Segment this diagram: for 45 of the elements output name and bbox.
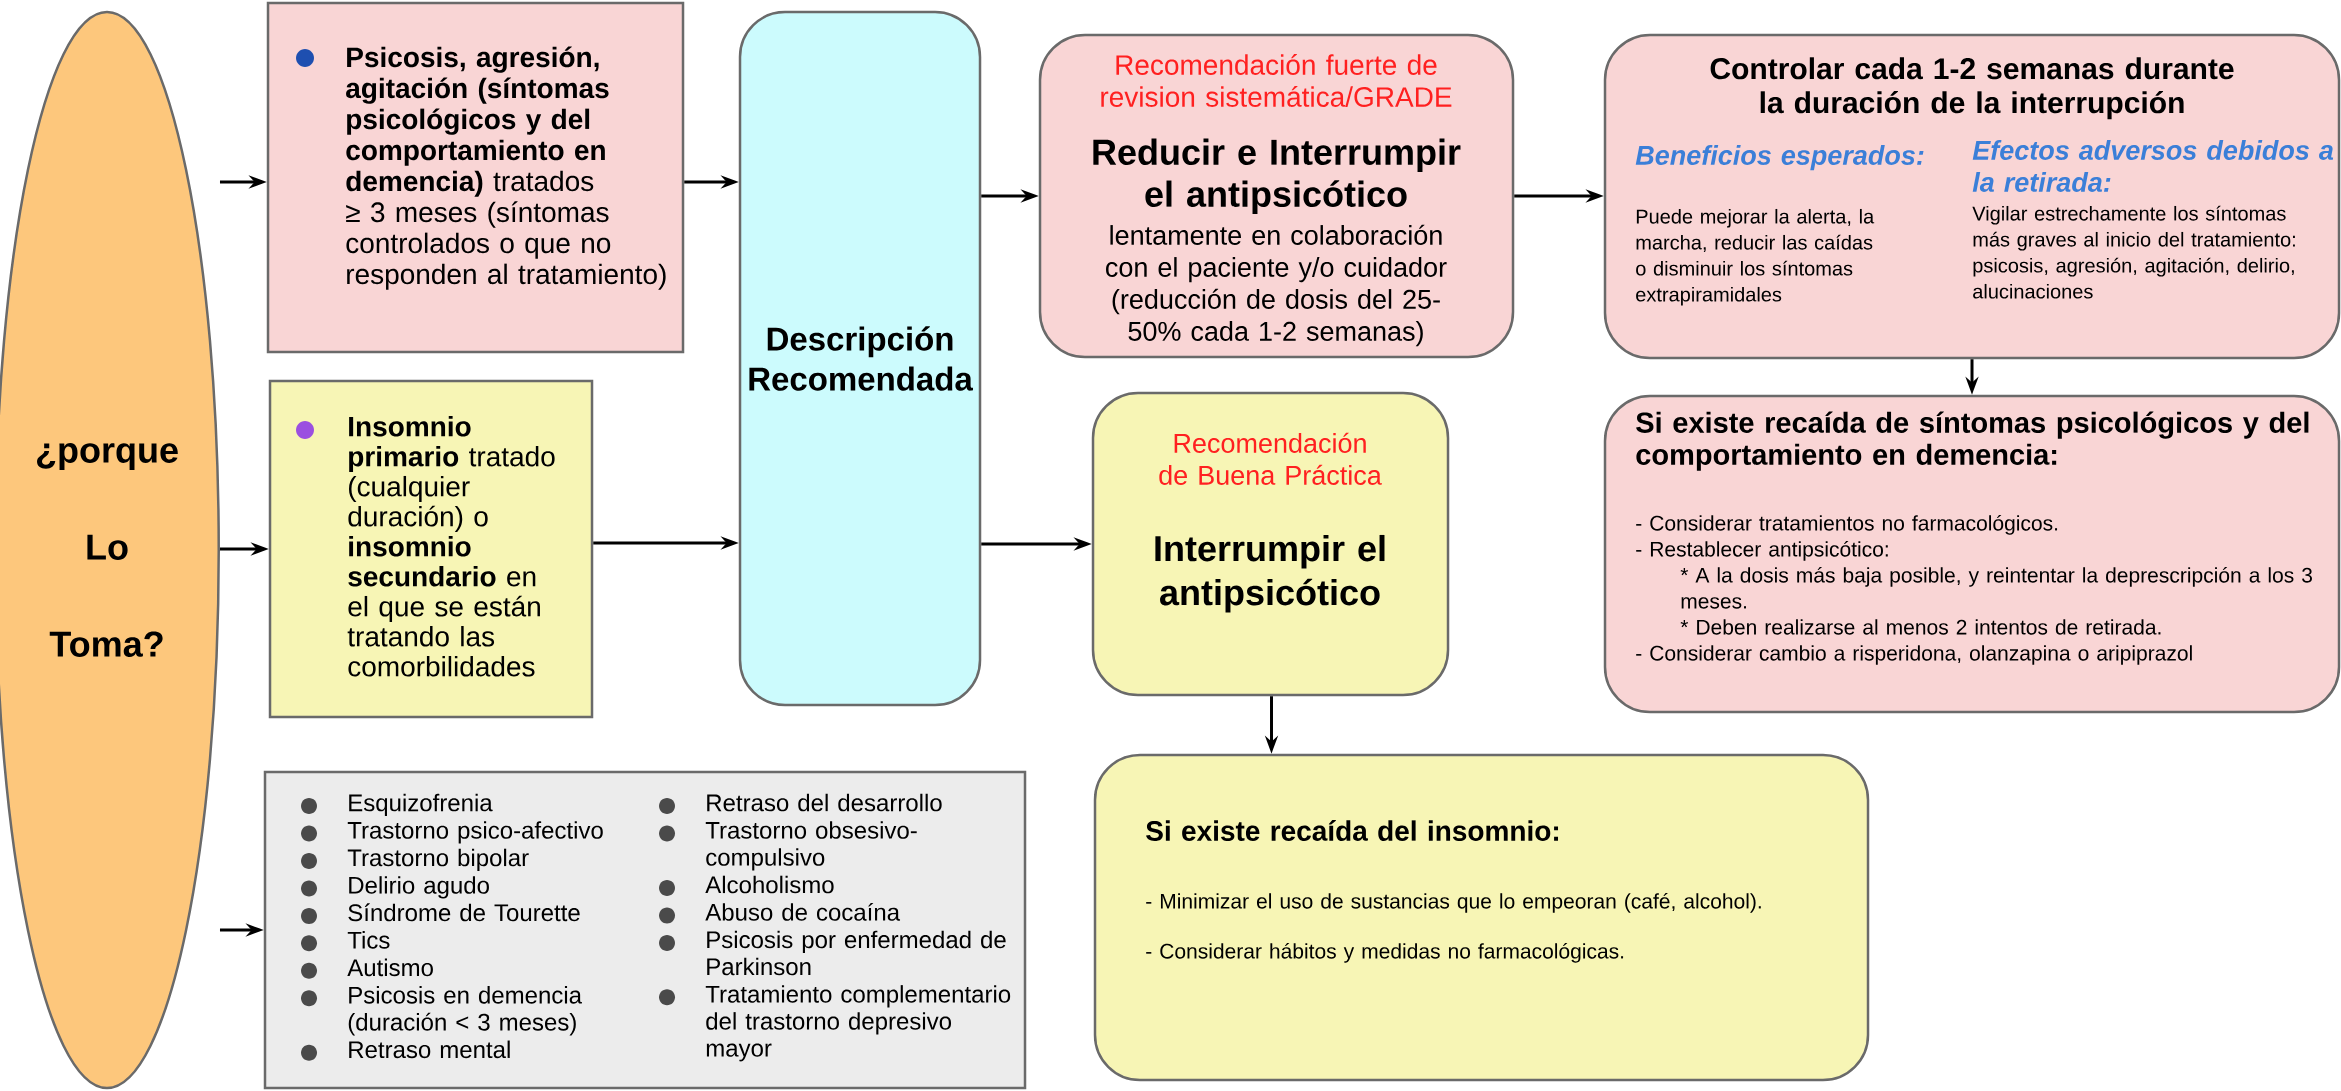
box-text: Psicosis, agresión, agitación (síntomas psicológicos y del comportamiento en demencia) tratados ≥ 3 meses (síntomas controlados o que no responden al tratamiento) <box>346 46 666 290</box>
box-text: Vigilar estrechamente los síntomas más graves al inicio del tratamiento: psicosis, agresión, agitación, delirio, alucinaciones <box>1972 205 2295 299</box>
list-line: - Considerar cambio a risperidona, olanzapina o aripiprazol <box>1636 645 2192 665</box>
list-item: Trastorno bipolar <box>347 848 529 872</box>
list-item: Trastorno obsesivo-compulsivo <box>705 821 917 871</box>
box-text: lentamente en colaboración con el paciente y/o cuidador (reducción de dosis del 25-50% cada 1-2 semanas) <box>1106 224 1447 347</box>
list-item: Retraso mental <box>349 1040 510 1059</box>
recommendation-box <box>1091 391 1450 697</box>
evidence-note: Recomendación fuerte de revision sistemática/GRADE <box>1101 54 1452 107</box>
evidence-note: Recomendación de Buena Práctica <box>1159 432 1382 485</box>
box-heading: Interrumpir el antipsicótico <box>1155 534 1385 613</box>
list-item: Psicosis por enfermedad de Parkinson <box>707 930 1006 976</box>
list-item: Psicosis en demencia (duración < 3 meses) <box>348 986 582 1036</box>
list-item: Esquizofrenia <box>349 793 493 817</box>
indication-box <box>266 1 685 354</box>
relapse-box <box>1093 753 1870 1082</box>
list-item: Tics <box>347 931 390 949</box>
list-line: - Minimizar el uso de sustancias que lo empeoran (café, alcohol). <box>1146 892 1761 913</box>
list-line: - Considerar tratamientos no farmacológicos. <box>1636 514 2058 535</box>
list-line: * A la dosis más baja posible, y reintentar la deprescripción a los 3 meses. <box>1680 566 2312 609</box>
list-line: * Deben realizarse al menos 2 intentos de retirada. <box>1680 619 2161 635</box>
list-item: Abuso de cocaína <box>705 902 901 921</box>
list-item: Autismo <box>347 958 433 977</box>
list-item: Tratamiento complementario del trastorno depresivo mayor <box>705 985 1011 1062</box>
box-text: Insomnio primario tratado (cualquier duración) o insomnio secundario en el que se están tratando las comorbilidades <box>347 415 555 677</box>
list-item: Delirio agudo <box>349 876 489 899</box>
relapse-box <box>1603 394 2341 714</box>
list-line: - Restablecer antipsicótico: <box>1636 540 1888 561</box>
description-box: Descripción Recomendada <box>738 10 982 707</box>
list-item: Síndrome de Tourette <box>348 903 580 922</box>
section-heading: Beneficios esperados: <box>1635 145 1924 171</box>
box-heading: Si existe recaída de síntomas psicológicos y del comportamiento en demencia: <box>1636 411 2309 471</box>
list-item: Alcoholismo <box>705 875 834 894</box>
list-box <box>263 770 1027 1090</box>
list-item: Retraso del desarrollo <box>707 793 942 812</box>
box-heading: Si existe recaída del insomnio: <box>1146 820 1558 841</box>
list-item: Trastorno psico-afectivo <box>347 821 603 844</box>
list-line: - Considerar hábitos y medidas no farmacológicas. <box>1146 942 1624 963</box>
recommendation-box <box>1038 33 1515 359</box>
box-heading: Reducir e Interrumpir el antipsicótico <box>1093 138 1461 215</box>
section-heading: Efectos adversos debidos a la retirada: <box>1972 140 2334 192</box>
indication-box <box>268 379 594 719</box>
monitoring-box <box>1603 33 2341 360</box>
box-text: Puede mejorar la alerta, la marcha, reducir las caídas o disminuir los síntomas extrapiramidales <box>1636 208 1875 306</box>
box-heading: Controlar cada 1-2 semanas durante la duración de la interrupción <box>1710 57 2234 120</box>
